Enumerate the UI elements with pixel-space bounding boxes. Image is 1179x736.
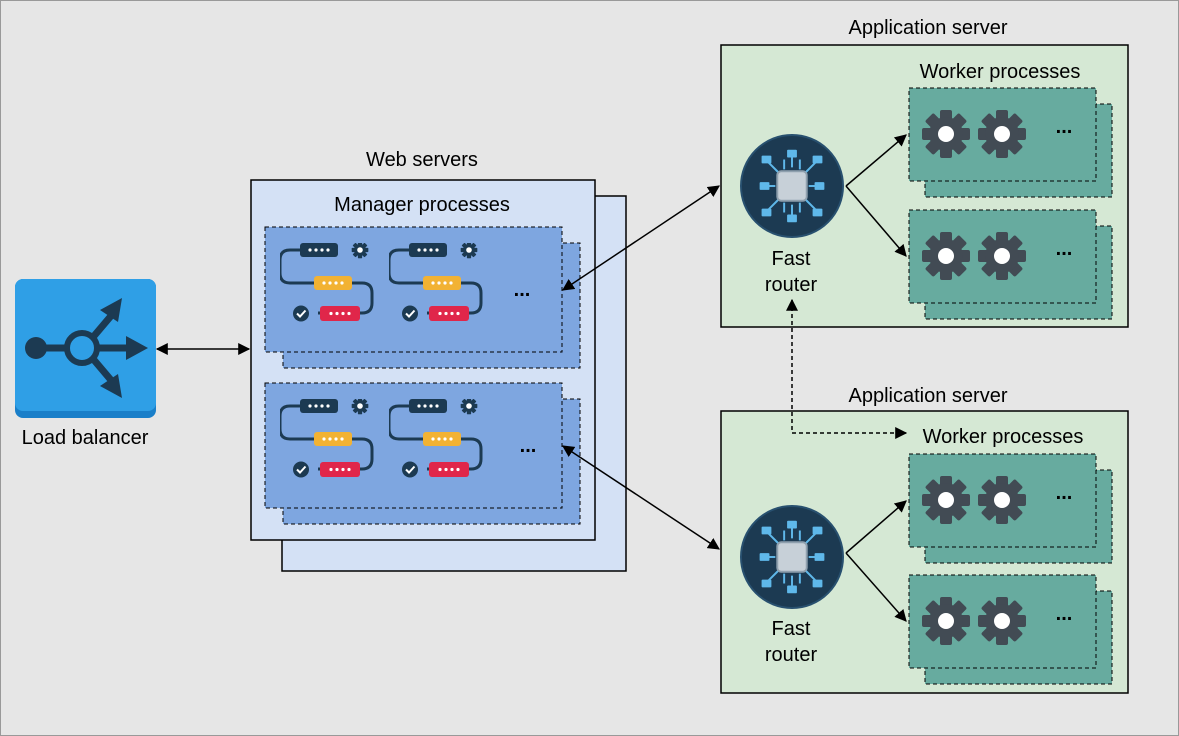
router-icon: [740, 134, 844, 238]
application-server-2: Application server Worker processes Fast…: [720, 385, 1129, 694]
gear-icon: [922, 110, 970, 158]
web-to-app1-arrow: [562, 185, 720, 291]
router-label-line1: Fast: [772, 618, 811, 640]
worker-ellipsis: ...: [1056, 238, 1073, 260]
gear-icon: [922, 597, 970, 645]
web-to-app2-arrow: [561, 445, 721, 550]
application-server-1: Application server Worker processes Fast…: [720, 17, 1129, 328]
worker-ellipsis: ...: [1056, 482, 1073, 504]
router1-to-worker-arrow: [845, 134, 907, 187]
app-server-title: Application server: [849, 17, 1008, 39]
load-balancer-label: Load balancer: [22, 427, 149, 449]
gear-icon: [922, 476, 970, 524]
manager-processes-title: Manager processes: [334, 194, 510, 216]
router2-to-worker-arrow: [845, 552, 907, 622]
worker-processes-title: Worker processes: [920, 61, 1081, 83]
gear-icon: [978, 476, 1026, 524]
manager-ellipsis: ...: [514, 279, 531, 301]
worker-ellipsis: ...: [1056, 116, 1073, 138]
gear-icon: [978, 110, 1026, 158]
router2-to-worker-arrow: [845, 500, 907, 554]
router-icon: [740, 505, 844, 609]
worker-processes-title: Worker processes: [923, 426, 1084, 448]
router1-to-worker-arrow: [845, 185, 907, 257]
router1-to-app2-workers-dashed-arrow: [786, 298, 908, 439]
router-label-line1: Fast: [772, 248, 811, 270]
connectors: [155, 134, 908, 622]
gear-icon: [978, 232, 1026, 280]
gear-icon: [978, 597, 1026, 645]
worker-ellipsis: ...: [1056, 603, 1073, 625]
app-server-title: Application server: [849, 385, 1008, 407]
router-label-line2: router: [765, 274, 818, 296]
web-servers: Web servers Manager processes ... ...: [250, 149, 627, 572]
manager-ellipsis: ...: [520, 435, 537, 457]
web-servers-title: Web servers: [366, 149, 478, 171]
router-label-line2: router: [765, 644, 818, 666]
gear-icon: [922, 232, 970, 280]
load-balancer: Load balancer: [15, 279, 156, 449]
